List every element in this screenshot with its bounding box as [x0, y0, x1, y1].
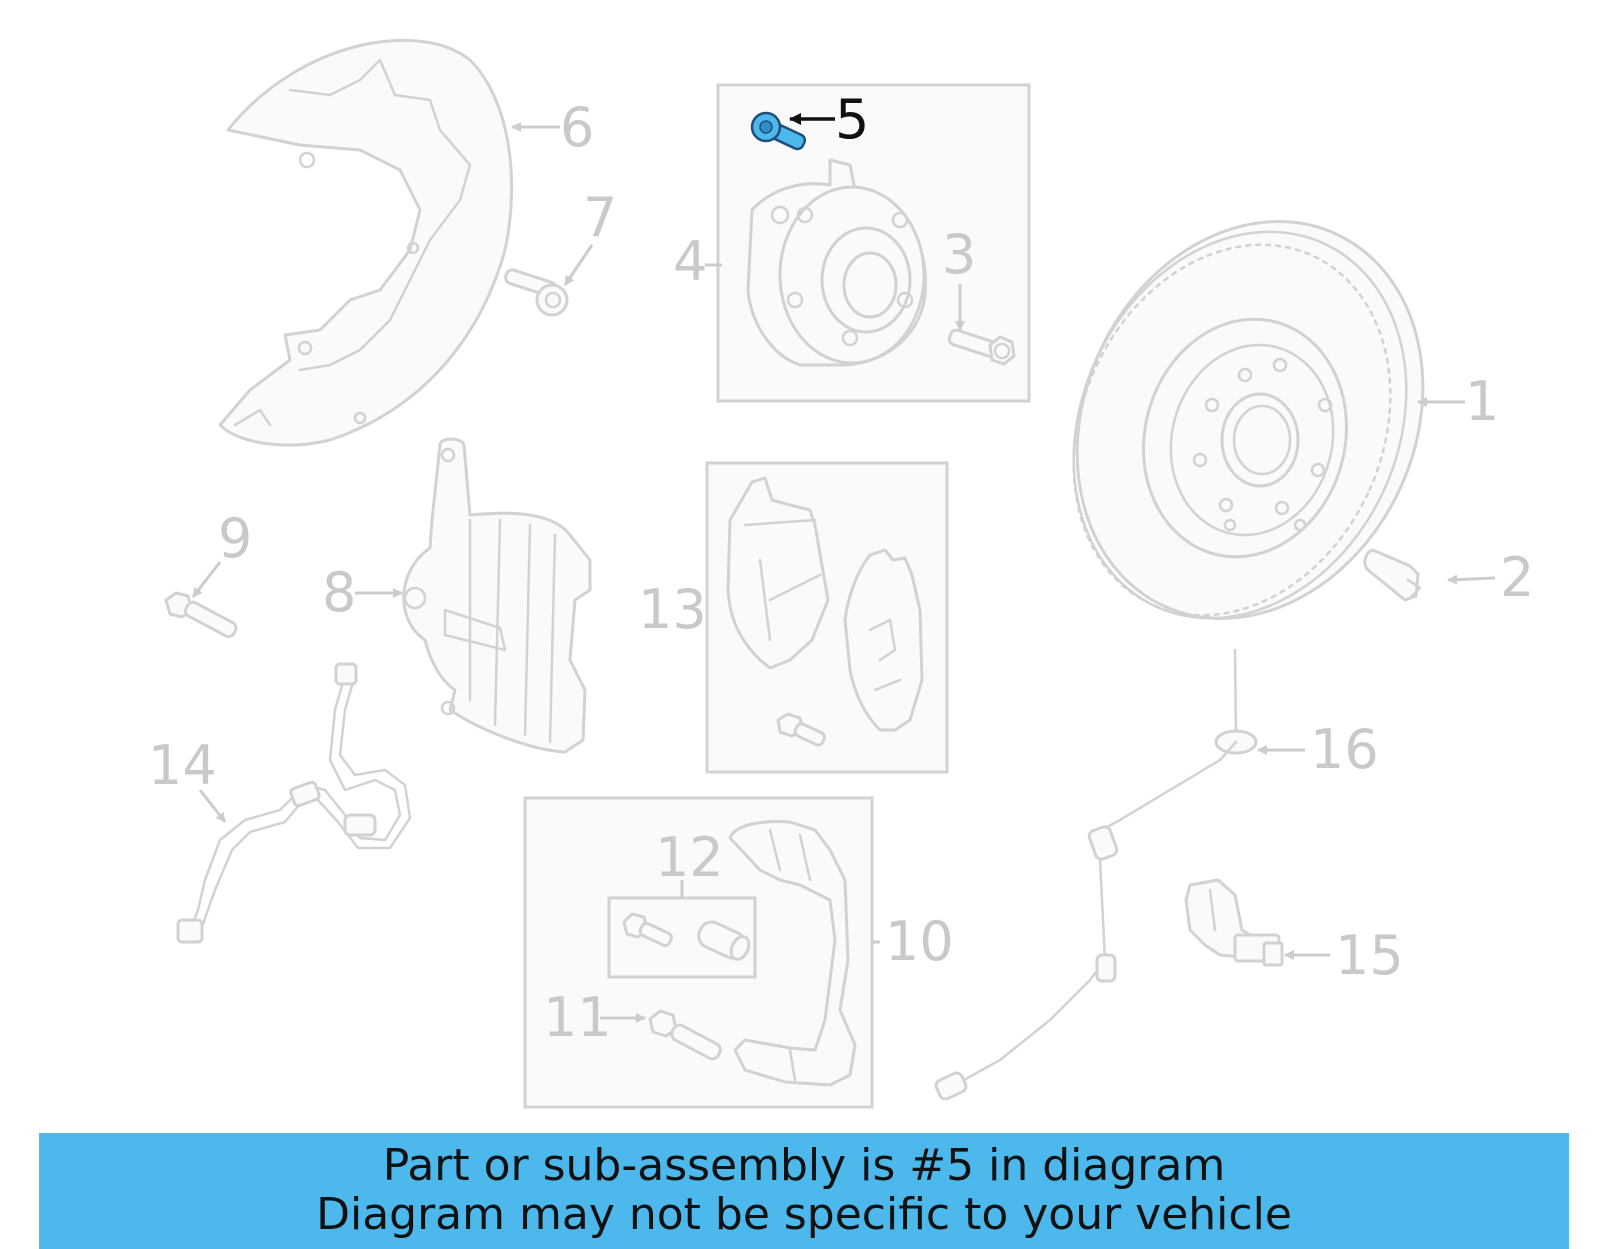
brake-caliper-part: [402, 437, 592, 754]
callout-12: 12: [655, 826, 724, 889]
guide-pin-kit-part: [622, 912, 751, 961]
callout-10: 10: [885, 910, 954, 973]
callout-11: 11: [543, 986, 612, 1049]
callout-9: 9: [218, 507, 252, 570]
wheel-speed-sensor-part: [934, 648, 1258, 1101]
bolt-11-part: [648, 1009, 722, 1061]
brake-hose-part: [176, 662, 412, 944]
callout-7: 7: [583, 186, 617, 249]
callout-2: 2: [1500, 546, 1534, 609]
caliper-bracket-part: [728, 820, 857, 1087]
sensor-15-part: [1184, 878, 1284, 967]
brake-rotor-part: [1072, 220, 1425, 620]
callout-15: 15: [1335, 924, 1404, 987]
callout-4: 4: [673, 230, 707, 293]
callout-8: 8: [322, 561, 356, 624]
bolt-5-highlighted-part: [750, 111, 807, 151]
callout-16: 16: [1310, 718, 1379, 781]
brake-pad-set-part: [726, 476, 924, 747]
callout-5: 5: [835, 88, 869, 151]
callout-3: 3: [942, 223, 976, 286]
bolt-9-part: [164, 591, 238, 639]
banner-line-1: Part or sub-assembly is #5 in diagram: [382, 1140, 1226, 1191]
callout-6: 6: [560, 96, 594, 159]
bolt-7-part: [504, 268, 569, 317]
callout-14: 14: [148, 734, 217, 797]
callout-1: 1: [1465, 370, 1499, 433]
banner-line-2: Diagram may not be specific to your vehi…: [316, 1189, 1292, 1240]
rotor-screw-part: [1363, 548, 1422, 602]
info-banner: Part or sub-assembly is #5 in diagram Di…: [39, 1133, 1569, 1249]
bolt-3-part: [947, 328, 1016, 366]
callout-13: 13: [638, 578, 707, 641]
splash-shield-part: [218, 38, 514, 447]
leader-7: [563, 244, 594, 286]
leader-14: [198, 789, 227, 823]
leader-2: [1447, 574, 1496, 585]
wheel-hub-part: [746, 158, 928, 367]
leader-9: [191, 561, 222, 598]
